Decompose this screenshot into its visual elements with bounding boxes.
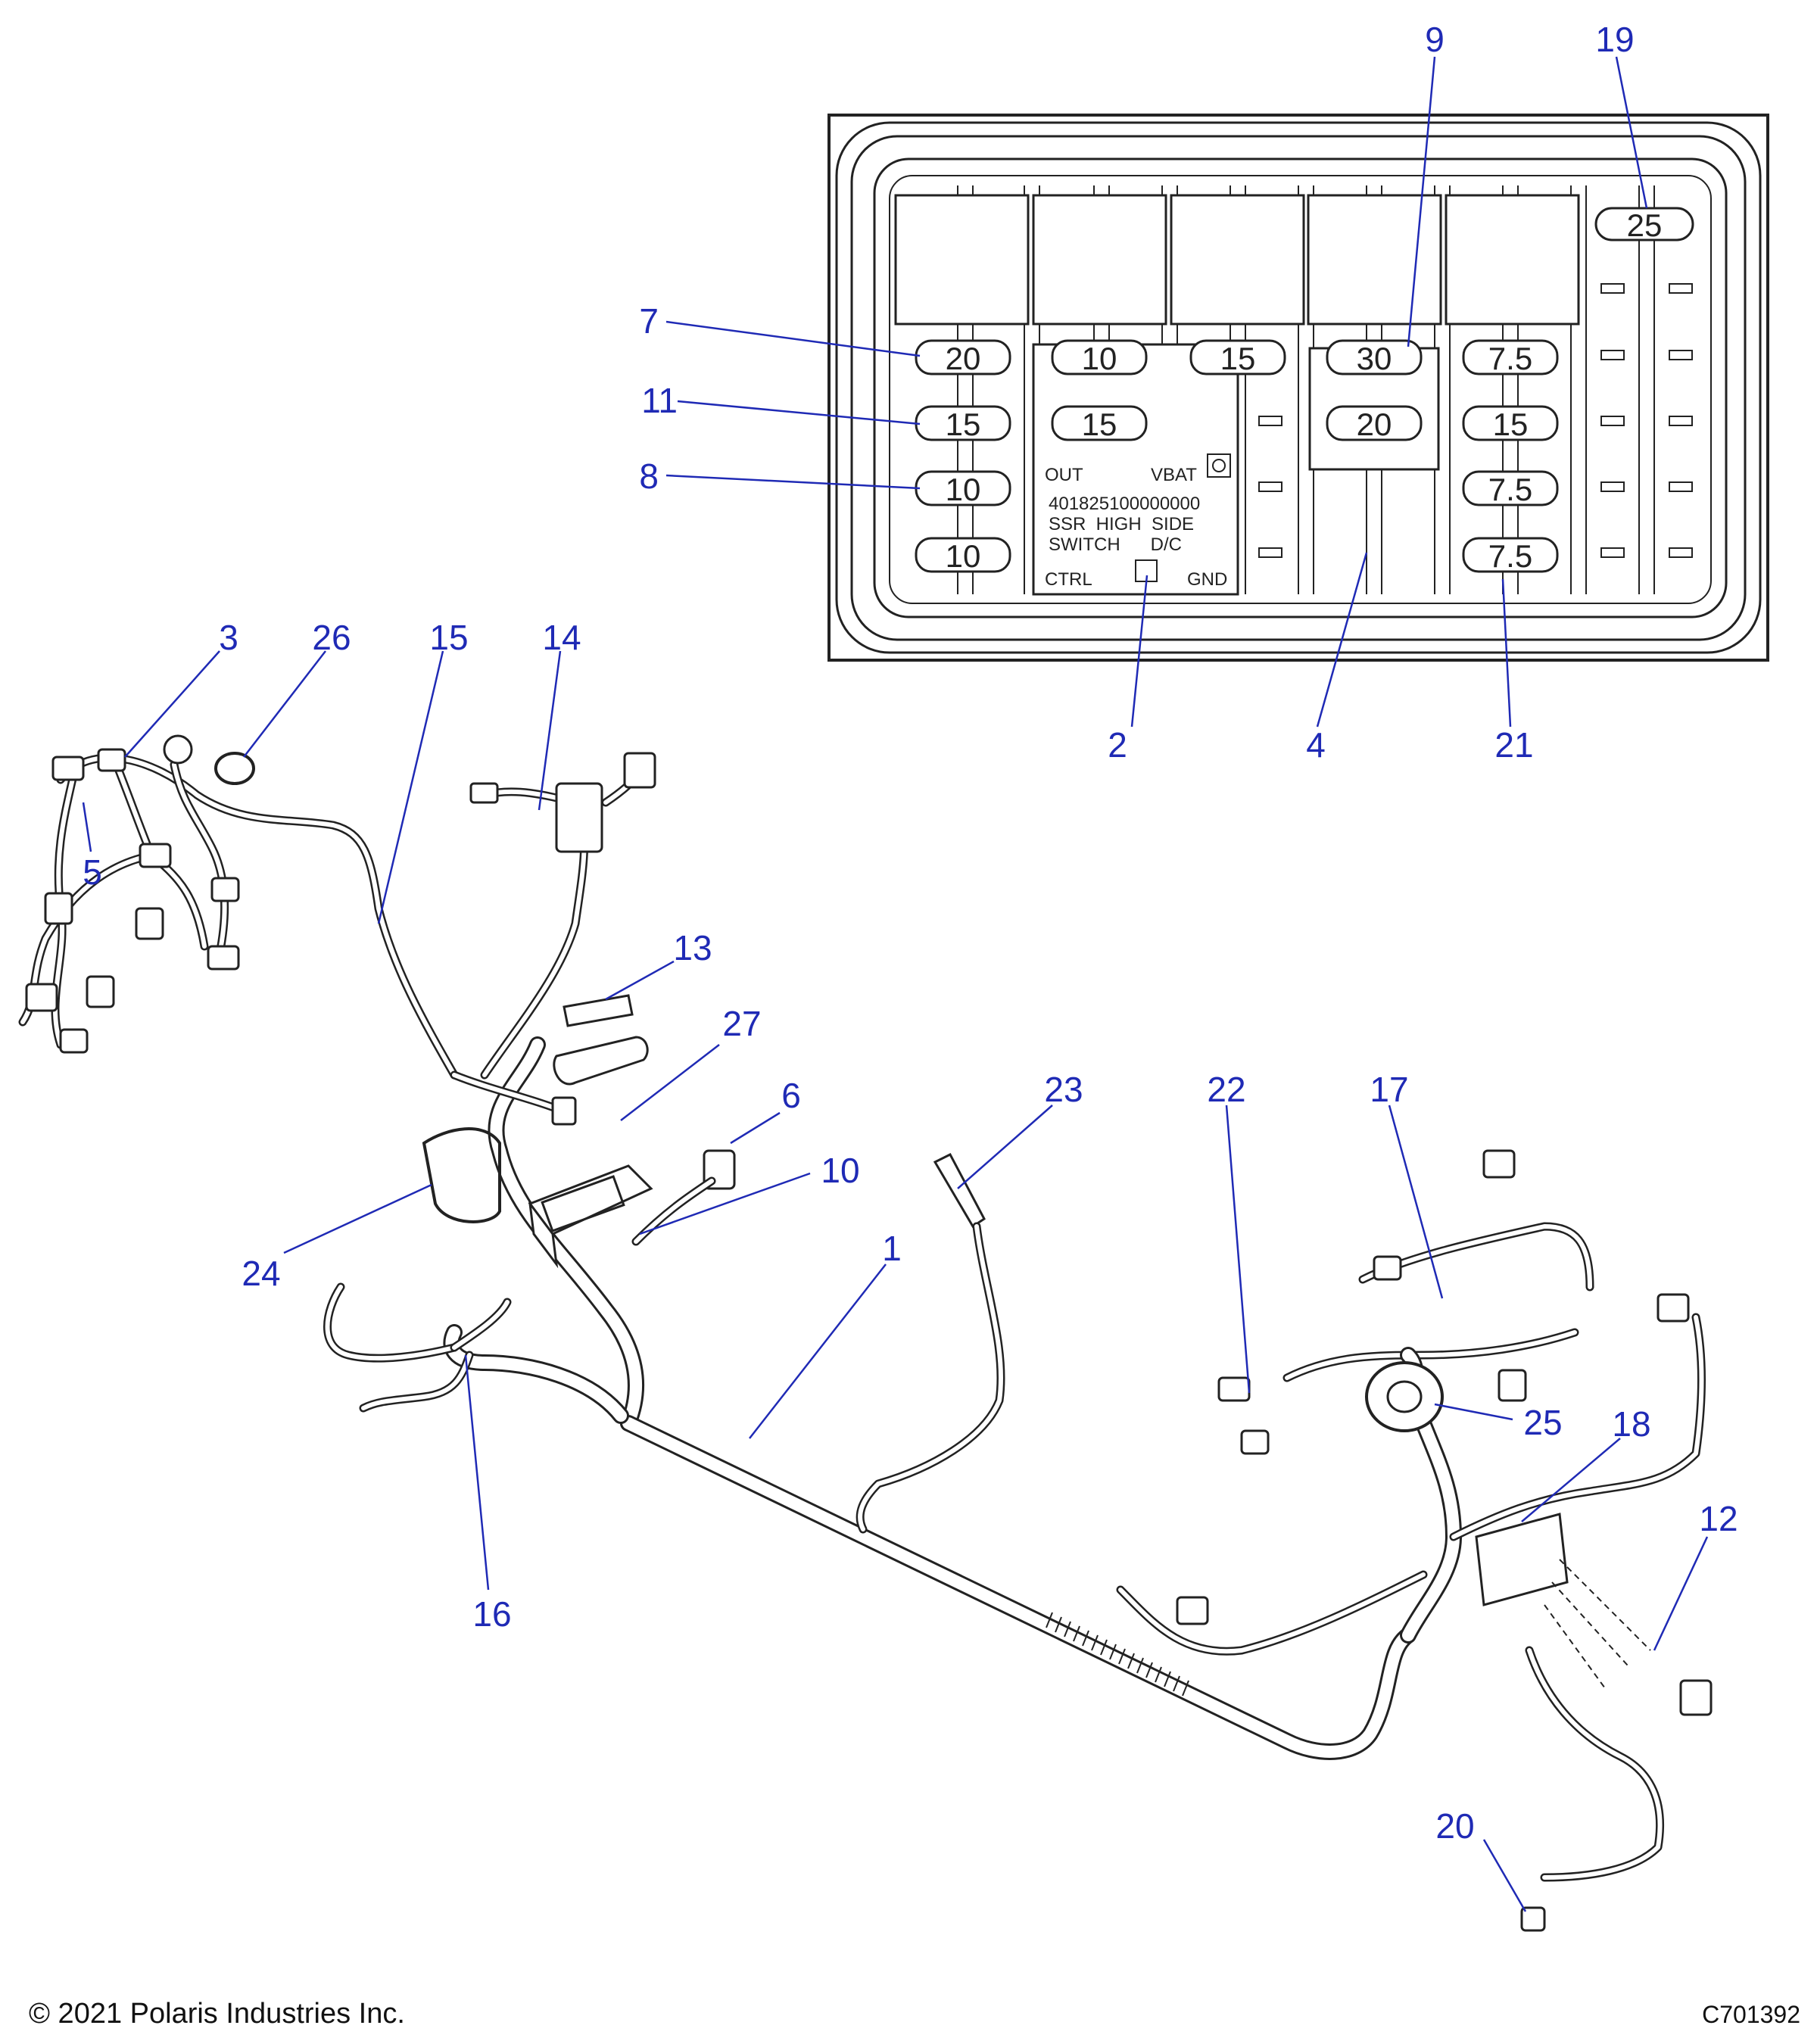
fuse-top-right: 25: [1594, 207, 1694, 243]
grommet-26: [214, 752, 255, 785]
callout-10: 10: [821, 1151, 859, 1190]
callout-7: 7: [639, 301, 659, 341]
callout-19: 19: [1595, 20, 1634, 59]
drawing-id: C701392: [1702, 2001, 1800, 2028]
fuse-rating: 15: [946, 407, 981, 442]
copyright-text: © 2021 Polaris Industries Inc.: [29, 1998, 405, 2030]
callout-22: 22: [1207, 1070, 1245, 1109]
fuse-row-2: 15 15 20 15: [915, 405, 1559, 442]
fuse: 15: [1189, 339, 1286, 376]
callout-9: 9: [1425, 20, 1445, 59]
callouts: 7 11 8 9 19 2 4 21 3 5 26 15 14 13 27 6 …: [82, 20, 1738, 1912]
relay-part-number: 401825100000000: [1049, 494, 1200, 514]
fuse-rating: 10: [946, 472, 981, 507]
ssr-relay-module: OUT VBAT 401825100000000 SSR HIGH SIDE S…: [1032, 343, 1239, 596]
relay: [1445, 194, 1580, 326]
fuse: 10: [915, 470, 1011, 507]
svg-text:25: 25: [1627, 207, 1663, 243]
relay-line1: SSR HIGH SIDE: [1049, 514, 1194, 534]
callout-17: 17: [1370, 1070, 1408, 1109]
callout-1: 1: [882, 1229, 902, 1268]
module-13: [553, 994, 649, 1086]
fuse-rating: 7.5: [1488, 538, 1532, 574]
fuse: 15: [1462, 405, 1559, 442]
fuse-rating: 7.5: [1488, 341, 1532, 376]
callout-8: 8: [639, 456, 659, 496]
fuse-rating: 10: [1082, 341, 1117, 376]
connectors-left: [25, 734, 240, 1054]
fuse: 20: [915, 339, 1011, 376]
relay-vbat-label: VBAT: [1151, 465, 1197, 485]
fuse: 7.5: [1462, 339, 1559, 376]
blade-slots: [1188, 283, 1693, 558]
fuse-rating: 10: [946, 538, 981, 574]
fuse: 15: [915, 405, 1011, 442]
callout-25: 25: [1523, 1403, 1562, 1442]
fuse: 20: [1326, 405, 1423, 442]
fuse: 7.5: [1462, 470, 1559, 507]
relay-line2: SWITCH D/C: [1049, 534, 1182, 555]
fuse-box-module-14: [469, 752, 656, 1126]
fuse: 10: [915, 537, 1011, 574]
relay: [1170, 194, 1305, 326]
corrugated-sleeve: [1046, 1612, 1189, 1697]
fuse: 30: [1326, 339, 1423, 376]
ring-25: [1365, 1361, 1444, 1432]
relay-gnd-label: GND: [1187, 569, 1227, 590]
fuse-rating: 15: [1082, 407, 1117, 442]
callout-23: 23: [1044, 1070, 1083, 1109]
fuse-box-inset: OUT VBAT 401825100000000 SSR HIGH SIDE S…: [827, 114, 1769, 662]
callout-27: 27: [722, 1004, 761, 1043]
relay-row: [894, 194, 1580, 471]
fuse: 7.5: [1462, 537, 1559, 574]
relay: [1307, 194, 1442, 326]
callout-13: 13: [673, 928, 712, 967]
fuse-rating: 15: [1220, 341, 1256, 376]
callout-5: 5: [83, 852, 102, 892]
relay: [894, 194, 1030, 326]
callout-16: 16: [472, 1594, 511, 1634]
fuse-rating: 7.5: [1488, 472, 1532, 507]
fuse-box-10: [528, 1164, 653, 1269]
fuse-rating: 20: [1357, 407, 1392, 442]
callout-11: 11: [641, 381, 678, 420]
callout-3: 3: [219, 618, 238, 657]
bracket-23: [933, 1153, 986, 1229]
callout-20: 20: [1435, 1806, 1474, 1846]
callout-21: 21: [1494, 725, 1533, 765]
fuse: 10: [1051, 339, 1148, 376]
callout-6: 6: [781, 1076, 801, 1115]
screws-12: [1544, 1559, 1651, 1689]
connectors-right: [1176, 1149, 1713, 1932]
callout-2: 2: [1108, 725, 1127, 765]
callout-18: 18: [1612, 1404, 1650, 1444]
callout-15: 15: [429, 618, 468, 657]
relay-ctrl-label: CTRL: [1045, 569, 1092, 590]
callout-24: 24: [242, 1254, 280, 1293]
relay: [1032, 194, 1167, 326]
fuse-rating: 20: [946, 341, 981, 376]
callout-12: 12: [1699, 1499, 1738, 1538]
callout-26: 26: [312, 618, 351, 657]
relay-out-label: OUT: [1045, 465, 1083, 485]
fuse-rating: 30: [1357, 341, 1392, 376]
main-harness-assembly: [18, 734, 1713, 1932]
fuse-row-1: 20 10 15 30 7.5: [915, 339, 1559, 376]
fuse: 15: [1051, 405, 1148, 442]
bracket-18: [1475, 1513, 1569, 1606]
callout-4: 4: [1306, 725, 1326, 765]
gasket-24: [422, 1127, 501, 1223]
callout-14: 14: [542, 618, 581, 657]
fuse-rating: 15: [1493, 407, 1529, 442]
